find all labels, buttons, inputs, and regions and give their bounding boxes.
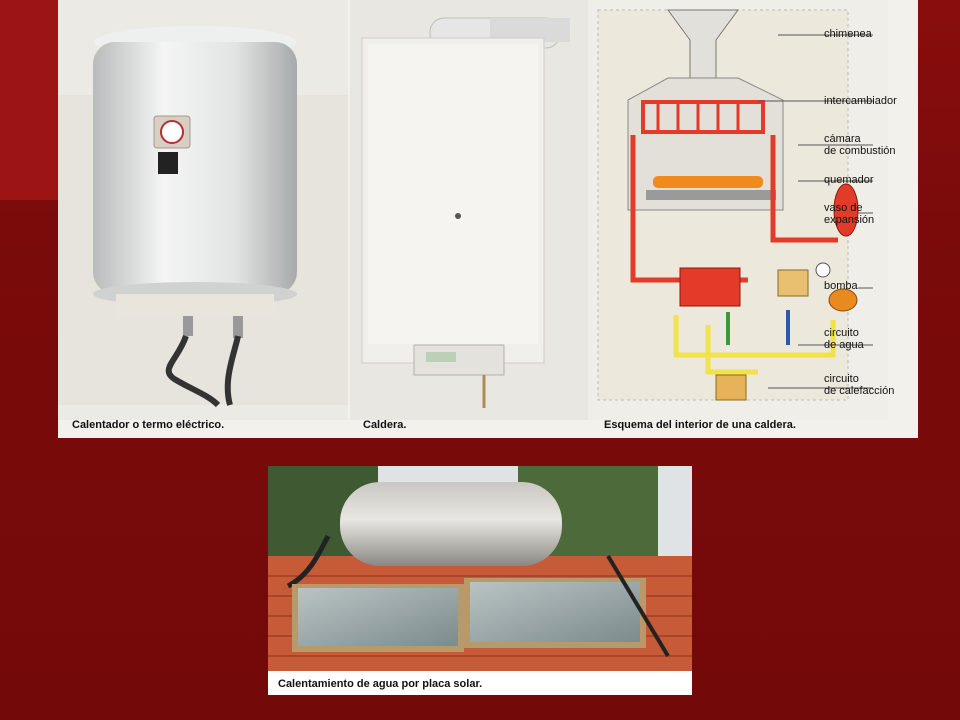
label-pump: bomba bbox=[824, 280, 858, 292]
label-burner: quemador bbox=[824, 174, 874, 186]
top-image-panel: Calentador o termo eléctrico. Caldera. bbox=[58, 0, 918, 438]
label-exchanger: intercambiador bbox=[824, 95, 897, 107]
label-chamber-1: cámara bbox=[824, 133, 861, 145]
bottom-image-panel: Calentamiento de agua por placa solar. bbox=[268, 466, 692, 695]
label-water-circuit-2: de agua bbox=[824, 339, 864, 351]
decorative-band bbox=[0, 0, 58, 200]
solar-caption: Calentamiento de agua por placa solar. bbox=[278, 678, 483, 690]
label-expansion-2: expansión bbox=[824, 214, 875, 226]
solar-panel-photo bbox=[268, 466, 692, 671]
burner-flames bbox=[646, 176, 776, 200]
label-chamber-2: de combustión bbox=[824, 145, 896, 157]
scheme-caption: Esquema del interior de una caldera. bbox=[604, 419, 796, 431]
exchanger-coils bbox=[641, 100, 765, 134]
boiler-caption: Caldera. bbox=[363, 419, 407, 431]
label-heating-circuit-1: circuito bbox=[824, 373, 859, 385]
boiler-illustration bbox=[350, 0, 620, 420]
label-heating-circuit-2: de calefacción bbox=[824, 385, 895, 397]
electric-heater-illustration bbox=[58, 0, 348, 420]
label-expansion-1: vaso de bbox=[824, 202, 863, 214]
label-chimney: chimenea bbox=[824, 28, 872, 40]
heater-caption: Calentador o termo eléctrico. bbox=[72, 419, 225, 431]
label-water-circuit-1: circuito bbox=[824, 327, 859, 339]
boiler-scheme-diagram bbox=[588, 0, 888, 420]
